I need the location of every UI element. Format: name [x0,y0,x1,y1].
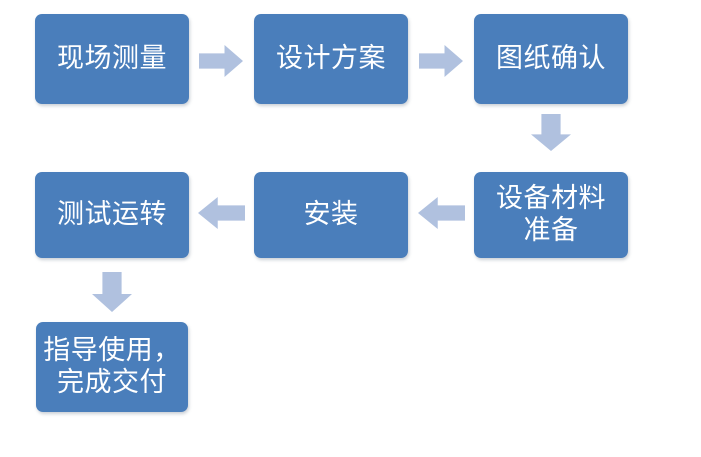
arrow-down-icon [92,272,132,312]
arrow-down-icon [531,114,571,151]
flow-node-n7[interactable]: 指导使用， 完成交付 [36,322,188,412]
arrow-right-icon [419,45,463,77]
arrow-left-icon [198,197,245,229]
flow-node-label: 指导使用， 完成交付 [43,335,181,398]
flow-node-n2[interactable]: 设计方案 [254,14,408,104]
flow-node-n5[interactable]: 安装 [254,172,408,258]
flow-node-label: 设备材料 准备 [496,183,606,246]
flow-node-n6[interactable]: 测试运转 [35,172,189,258]
flow-node-label: 测试运转 [57,199,167,231]
flow-node-n1[interactable]: 现场测量 [35,14,189,104]
arrow-right-icon [199,45,243,77]
flow-node-label: 安装 [303,199,359,231]
flow-node-label: 设计方案 [276,43,386,75]
flow-node-label: 现场测量 [57,43,167,75]
flow-node-n4[interactable]: 设备材料 准备 [474,172,628,258]
arrow-left-icon [418,197,465,229]
flow-node-n3[interactable]: 图纸确认 [474,14,628,104]
flow-node-label: 图纸确认 [496,43,606,75]
